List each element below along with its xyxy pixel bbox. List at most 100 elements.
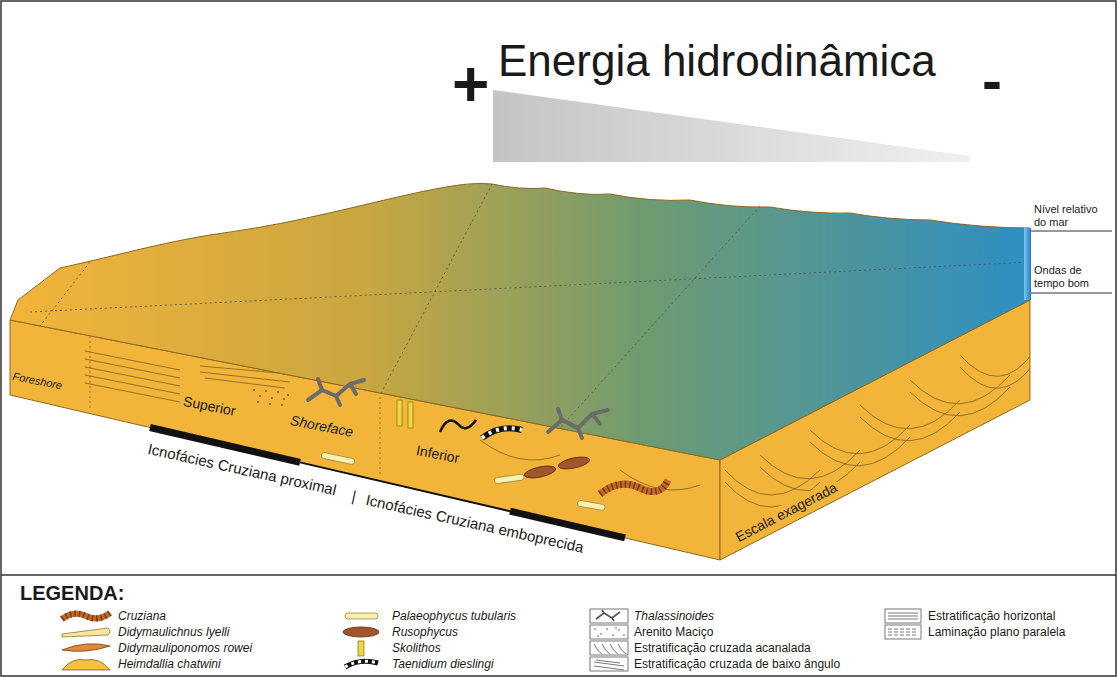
trough-cross-bedding	[760, 462, 860, 491]
sea-level-lines	[1031, 231, 1112, 232]
legend-heading: LEGENDA:	[20, 582, 124, 605]
ichnofacies-bars	[150, 428, 625, 538]
arenito-macico-sample	[612, 634, 614, 636]
cruziana-sample	[62, 613, 110, 619]
front-face-strata	[85, 383, 180, 402]
legend-text: Estratificação cruzada de baixo ângulo	[634, 656, 840, 672]
thalassinoides-sample	[590, 609, 628, 623]
thalassinoides-burrow	[592, 414, 600, 424]
arenito-macico-dots	[253, 389, 255, 391]
horizontal-stratification-sample	[885, 609, 921, 623]
arenito-macico-sample	[597, 635, 599, 637]
taenidium-burrow	[482, 428, 522, 438]
top-surface-dotted-lines	[560, 206, 760, 428]
thalassinoides-burrow	[578, 428, 582, 438]
top-surface-dotted-lines	[40, 262, 90, 326]
didymauliponomos-sample	[62, 644, 110, 652]
plane-parallel-lamination-sample	[885, 625, 921, 639]
top-surface-dotted-lines	[380, 184, 492, 395]
legend-text: Didymauliponomos rowei	[118, 640, 252, 656]
front-face-strata	[380, 397, 381, 476]
frame	[1, 574, 1116, 576]
palaeophycus-tube	[494, 474, 525, 484]
water-column	[1024, 228, 1031, 300]
cruziana-trace	[600, 480, 668, 494]
rusophycus-sample	[343, 627, 379, 637]
thalassinoides-burrow	[336, 396, 340, 405]
thalassinoides-sample	[602, 610, 614, 621]
rusophycus-sample	[343, 627, 379, 637]
taenidium-burrow	[482, 428, 522, 438]
front-face-strata	[205, 378, 285, 388]
skolithos-sample	[358, 641, 364, 656]
low-angle-cross-bedding-sample	[594, 660, 624, 670]
legend-text: Palaeophycus tubularis	[392, 608, 516, 624]
front-face-strata	[85, 367, 180, 386]
low-angle-cross-bedding-sample	[590, 657, 628, 671]
plus-sign: +	[452, 48, 489, 122]
skolithos-burrow	[397, 400, 413, 428]
arenito-macico-sample	[606, 628, 608, 630]
arenito-macico-sample	[600, 633, 602, 635]
taenidium-burrow	[482, 428, 522, 438]
thalassinoides-burrow	[558, 409, 562, 420]
front-face-strata	[200, 372, 290, 382]
water-column	[1024, 228, 1031, 300]
arenito-macico-dots	[253, 389, 289, 406]
trough-cross-bedding	[725, 470, 820, 495]
top-surface-dotted-lines	[30, 184, 1030, 428]
separator-mark: |	[350, 487, 358, 505]
palaeophycus-sample	[345, 613, 378, 619]
legend-text: Skolithos	[392, 640, 441, 656]
cruziana-trace	[600, 480, 668, 494]
legend-text: Estratificação horizontal	[928, 608, 1055, 624]
trough-cross-bedding-sample	[594, 644, 626, 654]
worm-trail	[440, 420, 476, 432]
arenito-macico-dots	[271, 397, 273, 399]
taenidium-sample	[345, 661, 378, 667]
plane-parallel-lamination-sample	[885, 625, 921, 639]
thalassinoides-burrow	[350, 384, 356, 394]
arenito-macico-sample	[590, 625, 628, 639]
cruziana-sample	[62, 613, 110, 619]
cruziana-sample	[62, 613, 110, 619]
arenito-macico-sample	[615, 627, 617, 629]
legend-text: Laminação plano paralela	[928, 624, 1065, 640]
arenito-macico-dots	[277, 391, 279, 393]
front-face-strata	[85, 351, 180, 370]
fairweather-wave-label: Ondas de tempo bom	[1034, 264, 1112, 290]
arenito-macico-sample	[618, 629, 620, 631]
thalassinoides-burrow	[318, 379, 322, 390]
horizontal-stratification-sample	[888, 613, 918, 619]
heimdallia-sample	[62, 659, 110, 670]
thalassinoides-sample	[590, 609, 628, 623]
legend-text: Heimdallia chatwini	[118, 656, 221, 672]
legend-text: Arenito Maciço	[634, 624, 713, 640]
trough-cross-bedding	[960, 362, 1035, 388]
arenito-macico-dots	[283, 398, 285, 400]
rusophycus-trace	[523, 455, 590, 480]
worm-trail	[440, 420, 476, 432]
arenito-macico-dots	[269, 403, 271, 405]
arenito-macico-dots	[259, 395, 261, 397]
palaeophycus-tube	[321, 452, 606, 511]
palaeophycus-sample	[345, 613, 378, 619]
trough-cross-bedding-sample	[590, 641, 628, 655]
legend-text: Didymaulichnus lyelli	[118, 624, 229, 640]
top-surface	[10, 183, 1030, 460]
title-text: Energia hidrodinâmica	[498, 36, 936, 87]
energy-wedge	[493, 90, 970, 162]
legend-text: Thalassinoides	[634, 608, 714, 624]
sea-level-label: Nível relativo do mar	[1034, 203, 1112, 229]
minus-sign: -	[982, 46, 1002, 115]
arenito-macico-sample	[623, 634, 625, 636]
trough-cross-bedding	[910, 375, 1010, 404]
legend-text: Rusophycus	[392, 624, 458, 640]
cruziana-trace	[600, 480, 668, 494]
front-face-strata	[85, 375, 180, 394]
legend-text: Cruziana	[118, 608, 166, 624]
arenito-macico-sample	[590, 625, 628, 639]
